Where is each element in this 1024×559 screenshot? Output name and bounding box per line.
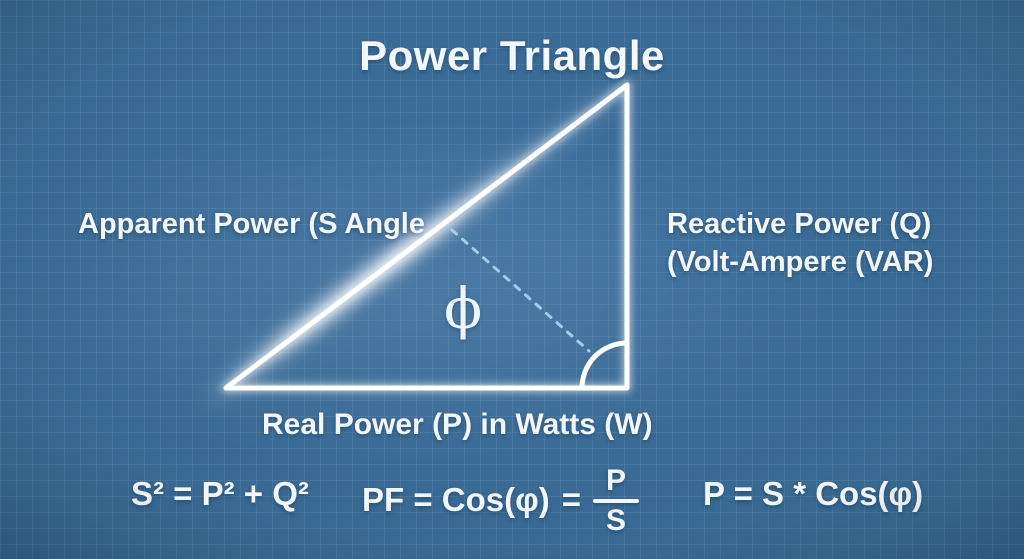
right-angle-arc [579,340,628,389]
reactive-power-label-line2: (Volt-Ampere (VAR) [667,244,933,282]
real-power-label: Real Power (P) in Watts (W) [262,407,653,443]
fraction-bar [593,499,639,503]
pythagorean-formula: S² = P² + Q² [131,474,309,514]
fraction-denominator: S [606,506,626,536]
angle-dashed-line [450,228,591,353]
power-factor-lhs: PF = Cos(φ) [362,480,550,520]
reactive-power-label: Reactive Power (Q) (Volt-Ampere (VAR) [667,206,933,281]
power-factor-equals: = [562,480,581,520]
page-title: Power Triangle [0,31,1024,81]
phi-angle-symbol: ϕ [444,276,482,343]
reactive-power-label-line1: Reactive Power (Q) [667,206,933,244]
apparent-power-label: Apparent Power (S Angle [78,207,425,242]
fraction-numerator: P [606,466,626,496]
real-power-formula: P = S * Cos(φ) [703,474,923,514]
power-factor-fraction: P S [593,466,639,536]
power-factor-formula: PF = Cos(φ) = P S [362,466,639,536]
triangle-outline [223,82,630,391]
